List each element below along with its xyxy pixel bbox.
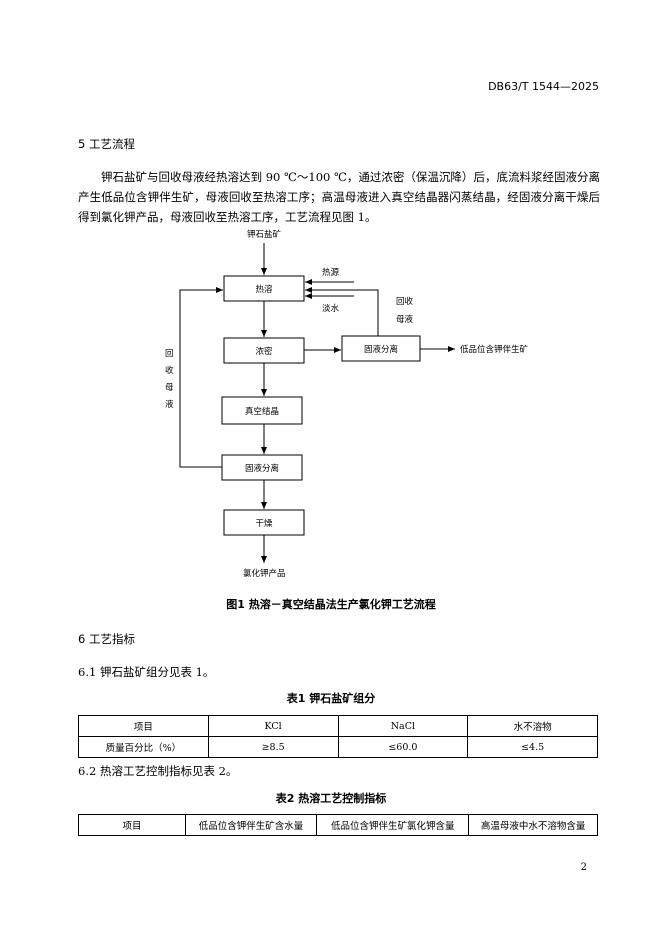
table-2-caption: 表2 热溶工艺控制指标: [275, 792, 387, 805]
recycle-left-char-4: 液: [165, 399, 174, 410]
box-vacuum: [221, 396, 303, 425]
table-1-header-item: 项目: [78, 715, 209, 737]
table-1-caption: 表1 钾石盐矿组分: [286, 692, 376, 705]
box-solid-liquid-2-label: 固液分离: [245, 463, 279, 474]
table-2-header-moisture: 低品位含钾伴生矿含水量: [184, 814, 318, 836]
table-1-cell-kcl: ≥8.5: [207, 736, 339, 758]
paragraph-6-1: 6.1 钾石盐矿组分见表 1。: [78, 665, 215, 679]
recycle-left-char-1: 回: [165, 349, 174, 359]
paragraph-6-2: 6.2 热溶工艺控制指标见表 2。: [78, 764, 238, 778]
table-1: 项目 KCl NaCl 水不溶物 质量百分比（%） ≥8.5 ≤60.0 ≤4.…: [78, 715, 598, 758]
recycle-right-label-2: 母液: [396, 314, 414, 325]
table-1-header-nacl: NaCl: [337, 715, 469, 737]
product-label: 氯化钾产品: [243, 568, 286, 579]
standard-number: DB63/T 1544—2025: [488, 80, 599, 93]
table-1-cell-insoluble: ≤4.5: [467, 736, 598, 758]
box-solid-liquid-1-label: 固液分离: [364, 344, 398, 355]
table-row: 项目 低品位含钾伴生矿含水量 低品位含钾伴生矿氯化钾含量 高温母液中水不溶物含量: [78, 814, 598, 836]
diagram-input-label: 钾石盐矿: [247, 229, 282, 240]
table-2-header-kcl-content: 低品位含钾伴生矿氯化钾含量: [316, 814, 470, 836]
section-5-paragraph: 钾石盐矿与回收母液经热溶达到 90 ℃～100 ℃，通过浓密（保温沉降）后，底流…: [78, 170, 600, 224]
box-vacuum-label: 真空结晶: [245, 406, 279, 417]
table-row: 项目 KCl NaCl 水不溶物: [78, 715, 598, 737]
recycle-left-char-3: 母: [165, 383, 174, 393]
heat-source-label: 热源: [322, 267, 340, 278]
byproduct-label: 低品位含钾伴生矿: [460, 344, 529, 355]
figure-1-caption: 图1 热溶－真空结晶法生产氯化钾工艺流程: [226, 598, 436, 611]
table-1-header-kcl: KCl: [207, 715, 339, 737]
recycle-left-char-2: 收: [165, 365, 174, 376]
box-thicken-label: 浓密: [255, 346, 273, 357]
table-1-cell-label: 质量百分比（%）: [78, 736, 209, 758]
table-2-header-insoluble: 高温母液中水不溶物含量: [468, 814, 598, 836]
section-5-heading: 5 工艺流程: [78, 137, 135, 151]
table-2-header-item: 项目: [78, 814, 186, 836]
table-row: 质量百分比（%） ≥8.5 ≤60.0 ≤4.5: [78, 736, 598, 758]
process-flow-diagram: 钾石盐矿 热溶 浓密 固液分离 真空结晶 固液分离 干燥 热源 淡水 回收 母液…: [165, 229, 529, 579]
section-6-heading: 6 工艺指标: [78, 632, 135, 646]
recycle-right-label-1: 回收: [396, 296, 414, 307]
fresh-water-label: 淡水: [322, 303, 340, 314]
table-1-header-insoluble: 水不溶物: [467, 715, 598, 737]
box-dissolve-label: 热溶: [255, 284, 273, 295]
page-number: 2: [580, 862, 587, 873]
table-2: 项目 低品位含钾伴生矿含水量 低品位含钾伴生矿氯化钾含量 高温母液中水不溶物含量: [78, 814, 598, 836]
box-dry-label: 干燥: [255, 518, 273, 529]
table-1-cell-nacl: ≤60.0: [337, 736, 469, 758]
